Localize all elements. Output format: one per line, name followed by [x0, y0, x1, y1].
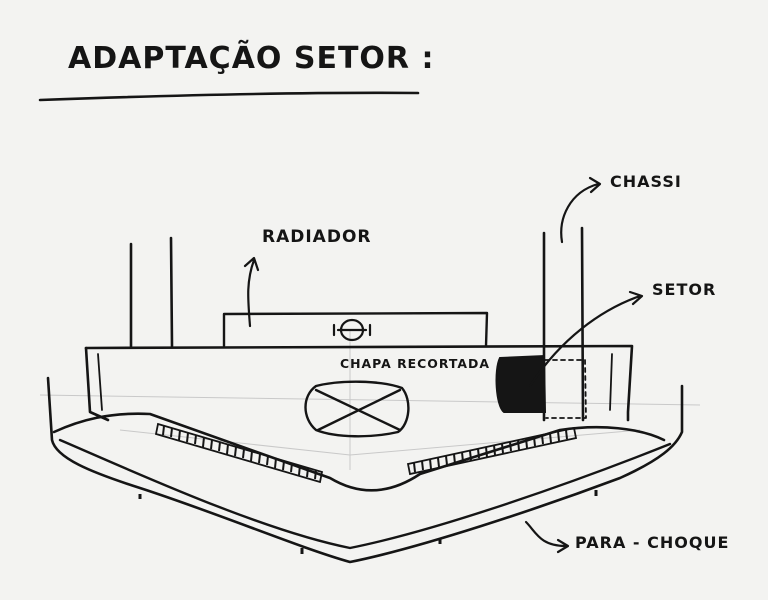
title-underline	[38, 91, 420, 102]
bumper-outer-edge	[46, 376, 684, 564]
bumper-slots-left	[154, 422, 324, 484]
chassis-rails-right	[542, 226, 585, 422]
chassis-rails-left	[129, 236, 174, 348]
arrow-bumper	[524, 520, 570, 554]
sketch-title: ADAPTAÇÃO SETOR :	[68, 39, 434, 76]
steering-box-sector	[495, 354, 547, 413]
radiator-body	[222, 311, 489, 348]
steering-box-hidden-outline	[544, 359, 587, 419]
label-radiator: RADIADOR	[262, 227, 372, 247]
bumper-inner-edge	[58, 438, 672, 550]
arrow-chassis	[560, 176, 602, 244]
cut-plate-left-edge	[84, 346, 110, 422]
bumper-slots-right	[406, 426, 578, 476]
arrow-radiator	[243, 256, 260, 328]
label-bumper: PARA - CHOQUE	[575, 533, 729, 552]
label-chassis: CHASSI	[610, 172, 682, 191]
cut-plate-panel	[84, 344, 634, 422]
cut-plate-inner-left	[97, 353, 103, 411]
bumper-top-ledge	[52, 412, 666, 492]
bumper-feet	[138, 490, 598, 554]
grille-cross-opening	[304, 380, 410, 438]
cut-plate-inner-right	[609, 353, 613, 411]
label-cut-plate: CHAPA RECORTADA	[340, 356, 490, 371]
construction-guide-lines	[39, 330, 701, 470]
label-sector: SETOR	[652, 280, 716, 299]
radiator-cap	[332, 318, 372, 342]
arrow-sector	[528, 290, 644, 388]
